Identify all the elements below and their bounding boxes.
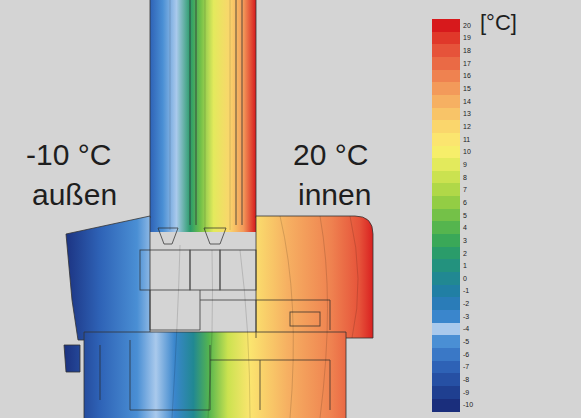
legend-value: 20: [463, 22, 471, 29]
legend-swatch: [432, 44, 460, 57]
legend-value: 1: [463, 262, 467, 269]
legend-value: -7: [463, 363, 469, 370]
legend-value: 6: [463, 199, 467, 206]
legend-value: -8: [463, 376, 469, 383]
legend-swatch: [432, 361, 460, 374]
legend-value: 18: [463, 47, 471, 54]
legend-swatch: [432, 323, 460, 336]
legend-swatch: [432, 183, 460, 196]
legend-swatch: [432, 335, 460, 348]
temperature-label: -10 °C: [26, 140, 111, 170]
legend-swatch: [432, 19, 460, 32]
legend-value: 12: [463, 123, 471, 130]
legend-value: 15: [463, 85, 471, 92]
legend-swatch: [432, 234, 460, 247]
legend-swatch: [432, 120, 460, 133]
legend-swatch: [432, 133, 460, 146]
legend-value: -4: [463, 325, 469, 332]
legend-value: -5: [463, 338, 469, 345]
legend-value: 2: [463, 250, 467, 257]
legend-value: 11: [463, 136, 470, 143]
legend-value: -9: [463, 389, 469, 396]
legend-value: 0: [463, 275, 467, 282]
legend-swatch: [432, 272, 460, 285]
legend-value: 5: [463, 212, 467, 219]
legend-value: 10: [463, 148, 471, 155]
legend-value: -2: [463, 300, 469, 307]
temperature-label: 20 °C: [293, 140, 368, 170]
legend-swatch: [432, 348, 460, 361]
legend-value: 8: [463, 174, 467, 181]
legend-swatch: [432, 310, 460, 323]
side-label: innen: [298, 180, 371, 210]
legend-swatch: [432, 386, 460, 399]
legend-value: 16: [463, 72, 471, 79]
legend-swatch: [432, 221, 460, 234]
legend-swatch: [432, 297, 460, 310]
legend-value: 7: [463, 186, 467, 193]
legend-swatch: [432, 171, 460, 184]
legend-swatch: [432, 209, 460, 222]
legend-value: 17: [463, 60, 471, 67]
legend-swatch: [432, 196, 460, 209]
legend-value: 14: [463, 98, 471, 105]
legend-value: 4: [463, 224, 467, 231]
side-label: außen: [32, 180, 117, 210]
legend-swatch: [432, 32, 460, 45]
unit-label: [°C]: [480, 12, 517, 34]
legend-swatch: [432, 285, 460, 298]
legend-value: 9: [463, 161, 467, 168]
legend-swatch: [432, 146, 460, 159]
legend-swatch: [432, 57, 460, 70]
legend-value: -10: [463, 401, 473, 408]
legend-swatch: [432, 70, 460, 83]
legend-swatch: [432, 373, 460, 386]
legend-swatch: [432, 158, 460, 171]
legend-value: 3: [463, 237, 467, 244]
legend-swatch: [432, 95, 460, 108]
legend-value: 13: [463, 110, 471, 117]
legend-swatch: [432, 108, 460, 121]
legend-value: 19: [463, 34, 471, 41]
legend-value: -3: [463, 313, 469, 320]
legend-value: -1: [463, 287, 469, 294]
legend-value: -6: [463, 351, 469, 358]
legend-swatch: [432, 399, 460, 412]
legend-swatch: [432, 82, 460, 95]
legend-swatch: [432, 247, 460, 260]
legend-swatch: [432, 259, 460, 272]
